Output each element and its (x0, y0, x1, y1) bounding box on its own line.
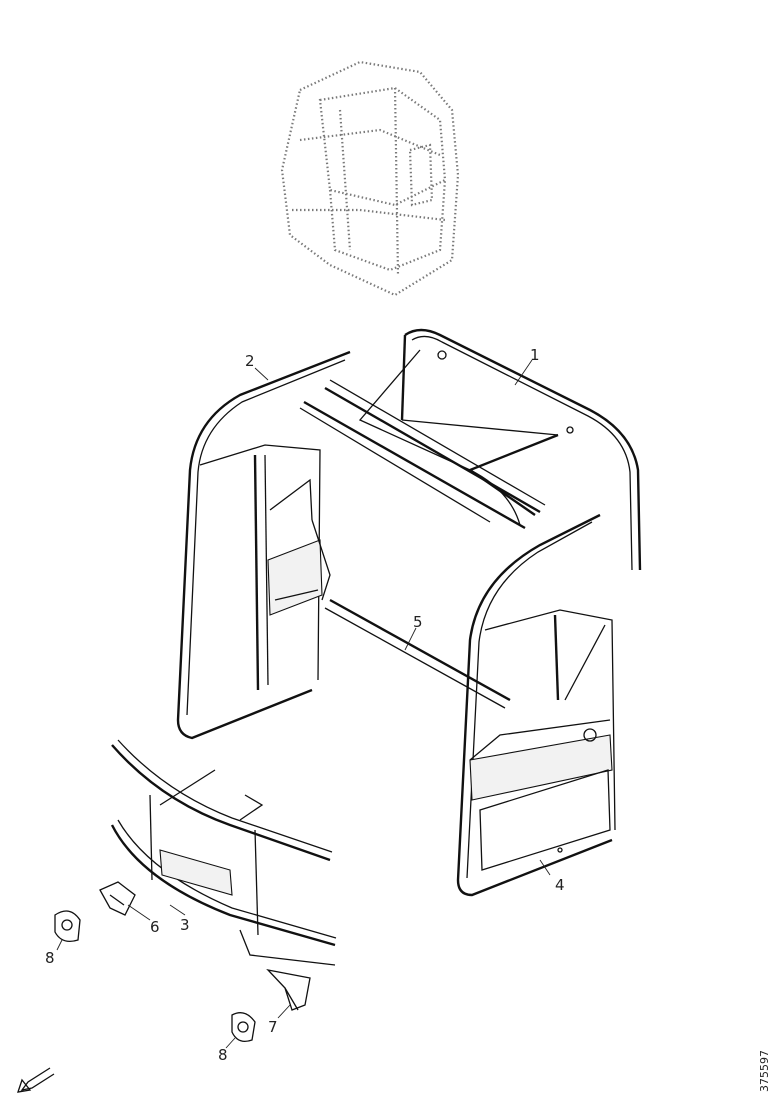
bracket-part-6 (99, 881, 136, 916)
cab-locator-thumbnail (280, 60, 460, 297)
callout-1: 1 (530, 346, 540, 364)
callout-2: 2 (245, 352, 255, 370)
right-side-frame-part (456, 513, 616, 897)
callout-8-lower: 8 (218, 1046, 228, 1064)
callout-7: 7 (268, 1018, 278, 1036)
bracket-part-7 (266, 968, 311, 1011)
direction-arrow-icon (17, 1067, 55, 1093)
callout-8-upper: 8 (45, 949, 55, 967)
roof-frame-part (299, 328, 642, 571)
callout-labels: 1 2 3 4 5 6 7 8 8 (45, 346, 565, 1064)
plate-part-8-upper (54, 910, 81, 943)
drawing-number: 375597 (758, 1050, 771, 1092)
left-side-frame-part (176, 350, 351, 740)
callout-4: 4 (555, 876, 565, 894)
leader-lines (56, 359, 551, 1049)
callout-6: 6 (150, 918, 160, 936)
callout-5: 5 (413, 613, 423, 631)
cross-member-bar (324, 598, 511, 709)
front-lower-frame-part (110, 739, 337, 966)
plate-part-8-lower (231, 1012, 256, 1043)
callout-3: 3 (180, 916, 190, 934)
